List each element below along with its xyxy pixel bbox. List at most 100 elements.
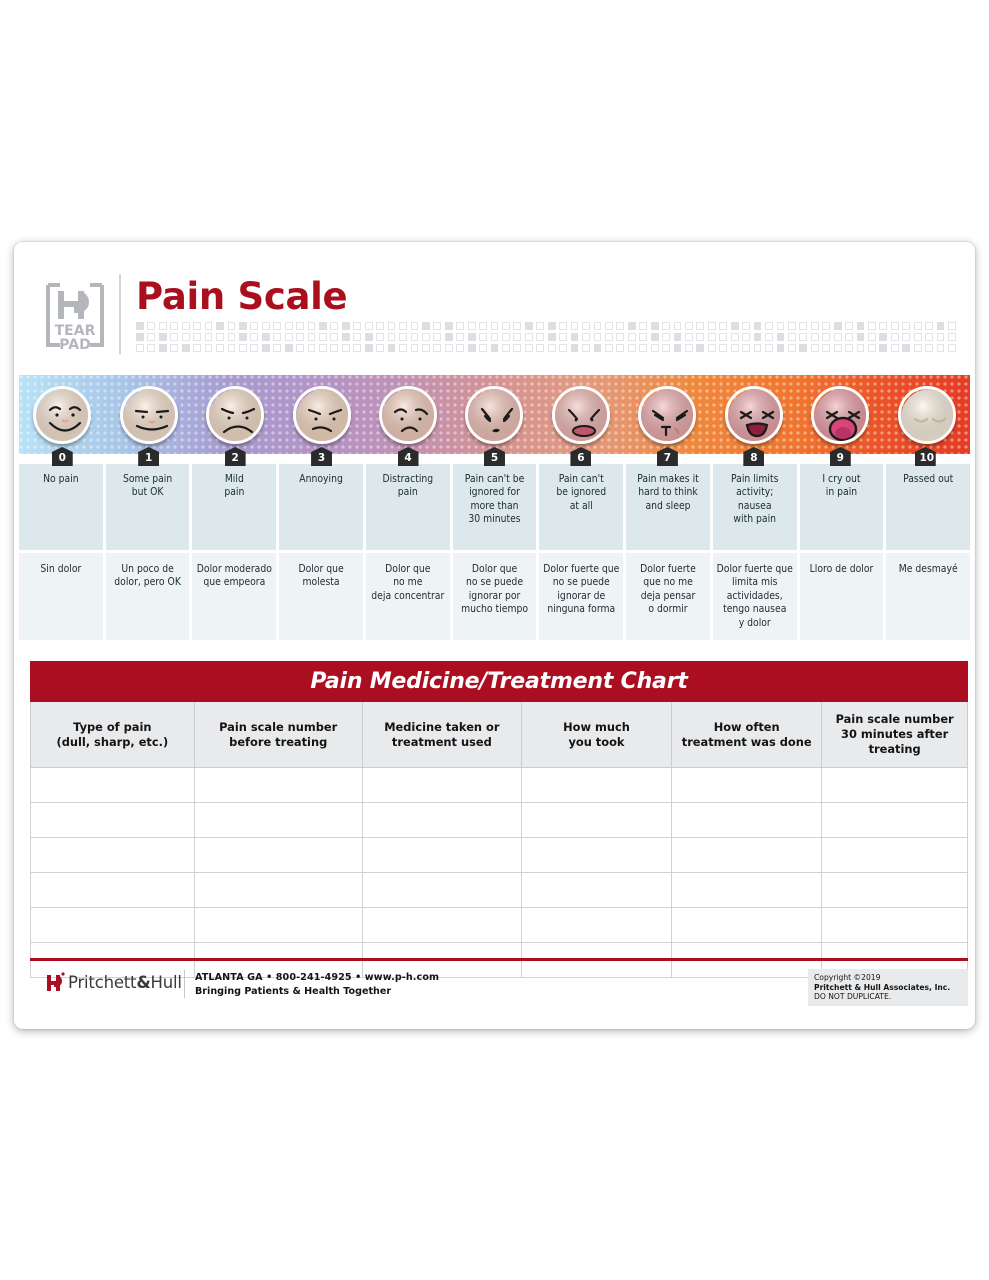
face-annoyed-icon bbox=[379, 385, 438, 444]
tear-pad-logo-icon: TEAR PAD bbox=[44, 275, 106, 353]
table-cell-r2-c2[interactable] bbox=[361, 837, 522, 873]
face-cell-2[interactable] bbox=[192, 375, 278, 454]
spanish-description-1: Un poco de dolor, pero OK bbox=[105, 553, 190, 640]
table-header-row: Type of pain(dull, sharp, etc.)Pain scal… bbox=[30, 702, 968, 768]
english-description-8: Pain limits activity; nausea with pain bbox=[712, 464, 797, 550]
column-header-line: Type of pain bbox=[73, 719, 152, 734]
table-cell-r1-c4[interactable] bbox=[671, 802, 823, 838]
description-text: No pain bbox=[43, 473, 79, 485]
table-cell-r4-c3[interactable] bbox=[520, 907, 673, 943]
brand-amp: & bbox=[136, 972, 151, 992]
table-cell-r0-c3[interactable] bbox=[520, 767, 673, 803]
face-cell-5[interactable] bbox=[451, 375, 537, 454]
description-text: Dolor fuerte que no se puede ignorar de … bbox=[543, 563, 620, 616]
pain-number-badge: 5 bbox=[484, 447, 505, 466]
table-cell-r4-c0[interactable] bbox=[30, 907, 195, 943]
badge-cell-9: 9 bbox=[797, 447, 883, 467]
pain-number-badge: 6 bbox=[570, 447, 591, 466]
pain-number-label: 6 bbox=[577, 452, 585, 464]
face-crying-icon bbox=[638, 385, 697, 444]
description-text: Distracting pain bbox=[382, 473, 434, 499]
description-text: Dolor fuerte que limita mis actividades,… bbox=[716, 563, 793, 629]
face-cell-10[interactable] bbox=[884, 375, 970, 454]
table-cell-r0-c0[interactable] bbox=[30, 767, 195, 803]
english-description-1: Some pain but OK bbox=[105, 464, 190, 550]
table-cell-r1-c5[interactable] bbox=[821, 802, 968, 838]
face-cell-1[interactable] bbox=[105, 375, 191, 454]
table-cell-r0-c5[interactable] bbox=[821, 767, 968, 803]
table-cell-r1-c1[interactable] bbox=[193, 802, 363, 838]
column-header-line: treatment used bbox=[391, 734, 492, 749]
face-cell-0[interactable] bbox=[19, 375, 105, 454]
face-unconscious-icon bbox=[897, 385, 956, 444]
table-cell-r0-c2[interactable] bbox=[361, 767, 522, 803]
table-cell-r4-c2[interactable] bbox=[361, 907, 522, 943]
pain-number-badge: 0 bbox=[52, 447, 73, 466]
copyright-line-3: DO NOT DUPLICATE. bbox=[814, 992, 892, 1002]
table-cell-r2-c3[interactable] bbox=[520, 837, 673, 873]
footer-contact-line: ATLANTA GA • 800-241-4925 • www.p-h.com bbox=[195, 972, 440, 983]
table-cell-r1-c2[interactable] bbox=[361, 802, 522, 838]
pain-number-badge: 7 bbox=[657, 447, 678, 466]
table-cell-r4-c5[interactable] bbox=[821, 907, 968, 943]
table-cell-r4-c1[interactable] bbox=[193, 907, 363, 943]
description-text: Dolor que no se puede ignorar por mucho … bbox=[461, 563, 529, 616]
page-title: Pain Scale bbox=[136, 275, 348, 318]
table-cell-r3-c2[interactable] bbox=[361, 872, 522, 908]
table-cell-r1-c0[interactable] bbox=[30, 802, 195, 838]
face-slight-smile-icon bbox=[119, 385, 178, 444]
table-cell-r2-c1[interactable] bbox=[193, 837, 363, 873]
face-cell-8[interactable] bbox=[711, 375, 797, 454]
column-header-line: How often bbox=[713, 719, 780, 734]
table-row bbox=[30, 872, 968, 908]
table-cell-r3-c5[interactable] bbox=[821, 872, 968, 908]
english-description-0: No pain bbox=[19, 464, 103, 550]
column-header-line: before treating bbox=[229, 734, 328, 749]
badge-cell-6: 6 bbox=[538, 447, 624, 467]
pain-number-badge: 2 bbox=[225, 447, 246, 466]
svg-text:TEAR: TEAR bbox=[55, 323, 96, 339]
badge-cell-7: 7 bbox=[624, 447, 710, 467]
table-cell-r3-c1[interactable] bbox=[193, 872, 363, 908]
pain-number-badge: 10 bbox=[915, 447, 939, 466]
table-cell-r0-c4[interactable] bbox=[671, 767, 823, 803]
table-cell-r3-c3[interactable] bbox=[520, 872, 673, 908]
spanish-description-10: Me desmayé bbox=[886, 553, 971, 640]
pain-number-label: 0 bbox=[58, 452, 66, 464]
spanish-description-7: Dolor fuerte que no me deja pensar o dor… bbox=[626, 553, 710, 640]
table-cell-r2-c5[interactable] bbox=[821, 837, 968, 873]
table-cell-r0-c1[interactable] bbox=[193, 767, 363, 803]
table-cell-r1-c3[interactable] bbox=[520, 802, 673, 838]
table-cell-r2-c4[interactable] bbox=[671, 837, 823, 873]
badge-cell-0: 0 bbox=[19, 447, 105, 467]
face-cell-3[interactable] bbox=[278, 375, 364, 454]
pain-number-label: 7 bbox=[663, 452, 672, 464]
pain-number-label: 1 bbox=[145, 452, 153, 464]
pritchett-hull-mark-icon bbox=[46, 971, 66, 993]
table-cell-r2-c0[interactable] bbox=[30, 837, 195, 873]
table-cell-r3-c4[interactable] bbox=[671, 872, 823, 908]
column-header-0: Type of pain(dull, sharp, etc.) bbox=[30, 702, 195, 768]
pain-number-label: 5 bbox=[490, 452, 499, 464]
english-description-5: Pain can't be ignored for more than 30 m… bbox=[452, 464, 537, 550]
pain-number-badge: 8 bbox=[743, 447, 764, 466]
face-worried-smirk-icon bbox=[292, 385, 351, 444]
description-text: Mild pain bbox=[224, 473, 245, 499]
face-cell-9[interactable] bbox=[797, 375, 883, 454]
face-cell-4[interactable] bbox=[365, 375, 451, 454]
face-cell-6[interactable] bbox=[538, 375, 624, 454]
face-cell-7[interactable] bbox=[624, 375, 710, 454]
badge-cell-10: 10 bbox=[884, 447, 970, 467]
spanish-description-3: Dolor que molesta bbox=[279, 553, 363, 640]
copyright-block: Copyright ©2019 Pritchett & Hull Associa… bbox=[808, 969, 968, 1006]
column-header-line: treatment was done bbox=[681, 734, 812, 749]
column-header-line: 30 minutes after treating bbox=[841, 727, 949, 756]
table-cell-r3-c0[interactable] bbox=[30, 872, 195, 908]
table-row bbox=[30, 837, 968, 873]
table-cell-r4-c4[interactable] bbox=[671, 907, 823, 943]
